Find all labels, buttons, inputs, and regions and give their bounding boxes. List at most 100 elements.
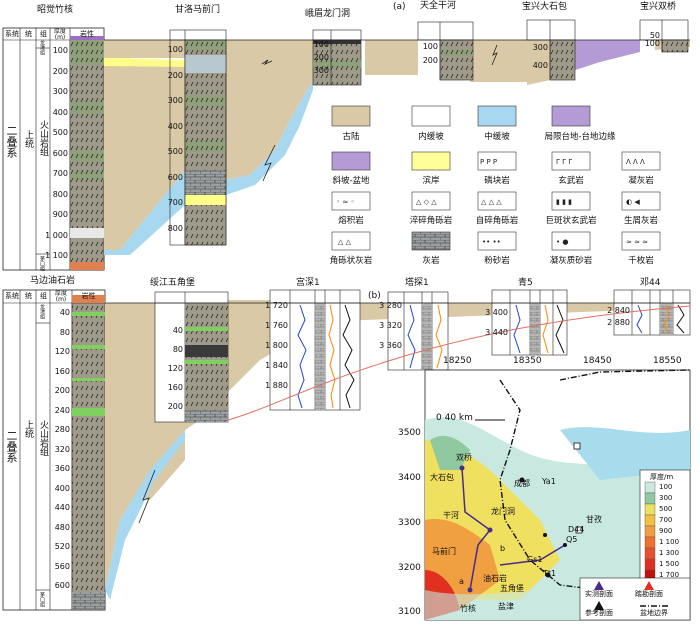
depth-tick: 50	[649, 31, 660, 40]
panel-a	[2, 19, 690, 271]
depth-tick: 3 280	[379, 301, 402, 310]
depth-tick: 400	[54, 483, 70, 493]
depth-tick: 80	[59, 327, 70, 337]
legend-label: 内缓坡	[418, 132, 444, 142]
depth-tick: 100	[422, 42, 438, 51]
system-permian-b: 二叠系	[5, 430, 18, 463]
depth-tick: 200	[52, 66, 68, 76]
map-place-label: 龙门洞	[491, 507, 515, 516]
map-y-tick: 3200	[398, 563, 421, 573]
svg-text:•• ••: •• ••	[482, 238, 501, 246]
map-y-tick: 3100	[398, 607, 421, 617]
map-place-label: Gs1	[527, 555, 543, 564]
section-title-b6: 邓44	[640, 278, 661, 288]
depth-tick: 280	[54, 425, 70, 434]
depth-tick: 100	[52, 46, 68, 55]
section-title-b2: 绥江五角堡	[150, 278, 196, 288]
depth-tick: 600	[54, 581, 70, 590]
section-title-b4: 塔探1	[405, 278, 429, 288]
map-place-label: 干河	[443, 511, 459, 520]
depth-tick: 240	[54, 405, 70, 415]
depth-tick: 100	[167, 45, 183, 54]
depth-tick: 200	[54, 386, 70, 395]
header-system-b: 系统	[5, 292, 19, 300]
map-place-label: Tt1	[543, 569, 557, 578]
map-x-tick: 18250	[443, 356, 472, 366]
group-volcanic-b: 火山岩组	[38, 420, 48, 456]
depth-tick: 160	[167, 383, 183, 392]
map	[424, 369, 691, 621]
depth-tick: 900	[52, 210, 68, 219]
legend-label: 熔积岩	[338, 216, 364, 226]
depth-tick: 400	[532, 61, 548, 70]
group-volcanic-a: 火山岩组	[38, 120, 48, 156]
panel-label-a: (a)	[393, 2, 406, 12]
depth-tick: 120	[54, 347, 70, 356]
section-title-a4: 天全干河	[420, 1, 457, 11]
depth-tick: 1 100	[45, 251, 68, 260]
depth-tick: 600	[52, 148, 68, 158]
map-scale: 0 40 km	[436, 413, 473, 423]
svg-text:◦ ≈ ◦: ◦ ≈ ◦	[336, 198, 355, 206]
header-thickness: 厚度 (m)	[53, 28, 66, 41]
system-permian-a: 二叠系	[5, 125, 18, 158]
svg-text:◐ ◀: ◐ ◀	[626, 198, 640, 206]
svg-text:△ △: △ △	[338, 238, 352, 246]
depth-tick: 1 840	[265, 361, 288, 370]
depth-tick: 1 760	[265, 321, 288, 330]
depth-tick: 1 800	[265, 341, 288, 350]
depth-tick: 700	[52, 169, 68, 178]
depth-tick: 400	[167, 121, 183, 131]
section-title-b3: 宫深1	[296, 278, 320, 288]
depth-tick: 160	[54, 366, 70, 376]
depth-tick: 320	[54, 444, 70, 454]
map-thickness-value: 1 700	[659, 571, 680, 579]
legend-label: 滨岸	[422, 176, 440, 186]
map-x-tick: 18550	[653, 356, 682, 366]
header-series-b: 统	[25, 292, 32, 300]
legend-label: 粉砂岩	[484, 256, 510, 266]
header-group-b: 组	[40, 292, 47, 300]
svg-text:Λ Λ Λ: Λ Λ Λ	[626, 158, 645, 166]
svg-text:△ ◇ △: △ ◇ △	[416, 198, 437, 206]
map-place-label: 马前门	[432, 547, 456, 556]
depth-tick: 500	[52, 128, 68, 137]
depth-tick: 2 880	[607, 318, 630, 327]
legend-label: 自碎角砾岩	[475, 216, 519, 226]
section-title-a1: 昭觉竹核	[37, 5, 74, 15]
depth-tick: 1 720	[265, 301, 288, 310]
section-title-b1: 马边油石岩	[30, 276, 76, 286]
map-legend-label: 盆地边界	[640, 609, 668, 617]
map-thickness-value: 300	[659, 494, 673, 502]
depth-tick: 100	[644, 39, 660, 48]
legend-label: 磷块岩	[484, 176, 510, 186]
svg-text:Γ Γ Γ: Γ Γ Γ	[556, 158, 572, 166]
header-lithology: 岩性	[80, 30, 94, 38]
section-title-b5: 青5	[518, 278, 533, 288]
depth-tick: 40	[172, 326, 183, 335]
depth-tick: 80	[172, 345, 183, 354]
depth-tick: 560	[54, 561, 70, 571]
series-upper-b: 上统	[23, 420, 33, 438]
depth-tick: 300	[532, 43, 548, 52]
legend-label: 玄武岩	[558, 176, 584, 186]
depth-tick: 500	[167, 147, 183, 156]
map-place-label: 双桥	[456, 453, 472, 462]
depth-tick: 3 320	[379, 321, 402, 330]
map-place-label: 五角堡	[500, 584, 524, 593]
depth-tick: 600	[167, 172, 183, 182]
depth-tick: 100	[313, 40, 329, 49]
map-x-tick: 18450	[583, 356, 612, 366]
depth-tick: 300	[167, 96, 183, 105]
map-thickness-value: 1 300	[659, 549, 680, 557]
depth-tick: 3 360	[379, 341, 402, 350]
depth-tick: 480	[54, 522, 70, 532]
svg-text:• ●: • ●	[556, 238, 568, 246]
legend-swatches: P P P Γ Γ Γ Λ Λ Λ ◦ ≈ ◦ △ ◇ △ △ △ △ ▮ ▮ …	[331, 105, 661, 251]
section-title-a2: 甘洛马前门	[175, 5, 221, 15]
depth-tick: 200	[167, 402, 183, 411]
group-longtan-a: 龙潭组	[39, 40, 45, 55]
depth-tick: 200	[313, 53, 329, 62]
depth-tick: 300	[52, 87, 68, 96]
legend-label: 凝灰岩	[628, 176, 654, 186]
